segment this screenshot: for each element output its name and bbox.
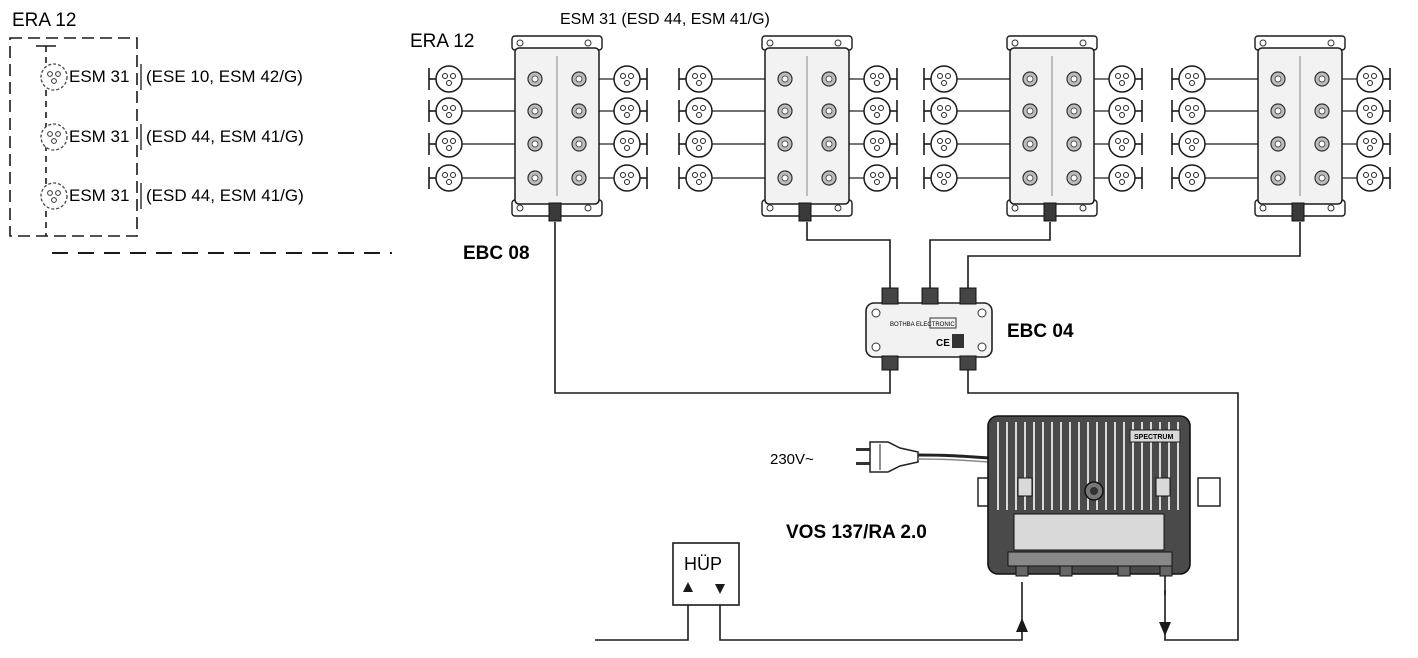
socket-bank	[1171, 35, 1391, 222]
legend-variants: (ESE 10, ESM 42/G)	[146, 67, 303, 86]
cable-feed	[595, 604, 689, 641]
amplifier-label: VOS 137/RA 2.0	[786, 522, 927, 543]
cable-distributor-4	[967, 222, 1301, 288]
legend-frame	[9, 37, 138, 237]
socket-icon	[923, 130, 1010, 158]
distributor-label: EBC 08	[463, 243, 530, 264]
socket-icon	[428, 97, 515, 125]
socket-icon	[1342, 65, 1391, 93]
filter-label: HÜP	[684, 554, 722, 574]
svg-text:CE: CE	[936, 338, 950, 349]
socket-icon	[1094, 65, 1143, 93]
top-model-label: ESM 31 (ESD 44, ESM 41/G)	[560, 11, 770, 28]
legend-title: ERA 12	[12, 10, 76, 31]
socket-icon	[1171, 164, 1258, 192]
socket-banks	[428, 35, 1391, 222]
socket-icon	[1171, 65, 1258, 93]
socket-icon	[923, 97, 1010, 125]
socket-icon	[40, 63, 68, 91]
socket-icon	[1094, 164, 1143, 192]
distributor-ebc08	[761, 35, 853, 222]
cable-distributor-2	[806, 222, 891, 288]
socket-icon	[678, 164, 765, 192]
arrow-up-icon	[1016, 618, 1028, 632]
filter-hup: HÜP	[672, 542, 740, 606]
socket-icon	[40, 182, 68, 210]
splitter-label: EBC 04	[1007, 321, 1074, 342]
legend-variants: (ESD 44, ESM 41/G)	[146, 186, 304, 205]
socket-icon	[678, 130, 765, 158]
legend-row: ESM 31 (ESD 44, ESM 41/G)	[40, 182, 304, 210]
socket-icon	[1171, 130, 1258, 158]
cable-amp-input	[719, 582, 1023, 641]
power-plug-icon	[856, 441, 991, 473]
socket-icon	[1171, 97, 1258, 125]
socket-icon	[599, 130, 648, 158]
socket-bank	[678, 35, 898, 222]
legend-model: ESM 31	[69, 67, 129, 86]
socket-bank	[923, 35, 1143, 222]
socket-icon	[678, 97, 765, 125]
svg-text:SPECTRUM: SPECTRUM	[1134, 434, 1173, 441]
socket-icon	[599, 65, 648, 93]
socket-icon	[40, 123, 68, 151]
socket-icon	[923, 164, 1010, 192]
socket-icon	[1094, 130, 1143, 158]
socket-icon	[923, 65, 1010, 93]
socket-icon	[1342, 130, 1391, 158]
legend: ERA 12 ESM 31 (ESE 10, ESM 42/G) ESM 31	[9, 10, 392, 254]
socket-icon	[678, 65, 765, 93]
legend-variants: (ESD 44, ESM 41/G)	[146, 127, 304, 146]
cable-distributor-3	[929, 222, 1051, 288]
distributor-ebc08	[1254, 35, 1346, 222]
legend-model: ESM 31	[69, 127, 129, 146]
amp-ports	[1015, 565, 1173, 577]
era-label: ERA 12	[410, 31, 474, 52]
socket-icon	[849, 65, 898, 93]
arrow-down-icon	[1159, 622, 1171, 636]
distributor-ebc08	[1006, 35, 1098, 222]
legend-model: ESM 31	[69, 186, 129, 205]
socket-icon	[599, 97, 648, 125]
socket-icon	[599, 164, 648, 192]
svg-text:BOTHBA ELECTRONIC: BOTHBA ELECTRONIC	[890, 322, 955, 328]
cable-distributor-1	[554, 222, 891, 394]
socket-icon	[1342, 164, 1391, 192]
splitter-ebc04: BOTHBA ELECTRONIC CE	[865, 287, 993, 371]
amplifier-vos137: SPECTRUM	[977, 415, 1221, 577]
socket-icon	[849, 164, 898, 192]
legend-row: ESM 31 (ESE 10, ESM 42/G)	[40, 63, 303, 91]
power-label: 230V~	[770, 451, 814, 468]
socket-bank	[428, 35, 648, 222]
socket-icon	[1094, 97, 1143, 125]
socket-icon	[428, 164, 515, 192]
socket-icon	[849, 130, 898, 158]
socket-icon	[1342, 97, 1391, 125]
socket-icon	[849, 97, 898, 125]
distributor-ebc08	[511, 35, 603, 222]
legend-row: ESM 31 (ESD 44, ESM 41/G)	[40, 123, 304, 151]
socket-icon	[428, 130, 515, 158]
socket-icon	[428, 65, 515, 93]
